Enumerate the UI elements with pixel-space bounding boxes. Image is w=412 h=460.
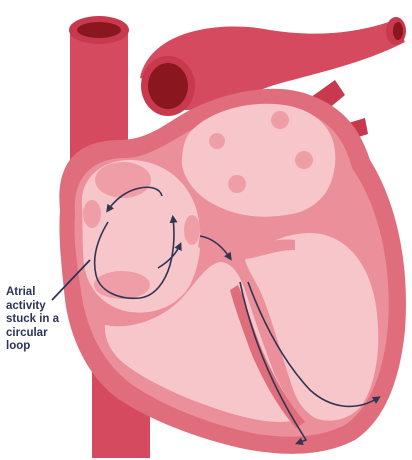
av-node [184, 215, 200, 245]
sinus-node [95, 162, 151, 198]
pulmonary-vein-opening [209, 133, 225, 149]
pulmonary-vein-opening [228, 175, 246, 193]
atrial-loop-label: Atrial activity stuck in a circular loop [6, 286, 86, 354]
pulmonary-vein-opening [295, 151, 313, 169]
tricuspid-valve-opening [94, 271, 150, 299]
atrial-spot [83, 200, 101, 228]
pulmonary-artery [141, 56, 195, 116]
pulmonary-vein-opening [271, 111, 289, 129]
